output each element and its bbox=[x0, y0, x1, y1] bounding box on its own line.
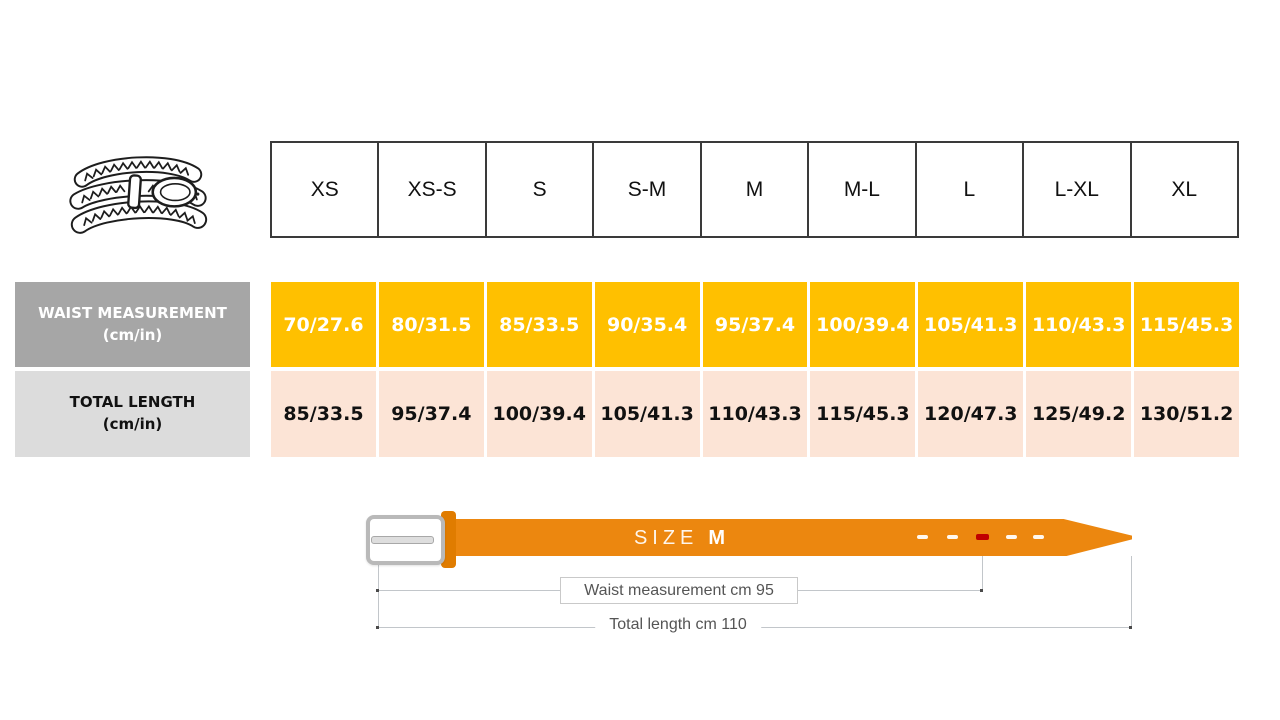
total-length-row-label: TOTAL LENGTH (cm/in) bbox=[15, 371, 250, 457]
size-header-row: XS XS-S S S-M M M-L L L-XL XL bbox=[270, 141, 1239, 238]
marked-hole-guide-line bbox=[982, 541, 983, 590]
row-label-text: TOTAL LENGTH bbox=[69, 393, 196, 412]
waist-measurement-annotation: Waist measurement cm 95 bbox=[560, 577, 798, 604]
size-header-cell: XS bbox=[272, 143, 380, 236]
length-value-cell: 110/43.3 bbox=[702, 371, 808, 457]
measure-endpoint-dot bbox=[1129, 626, 1132, 629]
row-label-unit: (cm/in) bbox=[102, 325, 163, 344]
size-header-cell: M bbox=[702, 143, 810, 236]
length-value-cell: 85/33.5 bbox=[271, 371, 376, 457]
waist-value-cell: 85/33.5 bbox=[486, 282, 592, 367]
measure-endpoint-dot bbox=[376, 626, 379, 629]
belt-tip-guide-line bbox=[1131, 556, 1132, 627]
belt-hole-marked-red bbox=[976, 534, 989, 540]
belt-hole bbox=[1006, 535, 1017, 539]
total-length-annotation: Total length cm 110 bbox=[595, 616, 761, 634]
size-header-cell: L-XL bbox=[1024, 143, 1132, 236]
measure-endpoint-dot bbox=[376, 589, 379, 592]
braided-belt-illustration bbox=[64, 148, 212, 250]
size-header-cell: S-M bbox=[594, 143, 702, 236]
waist-value-cell: 100/39.4 bbox=[810, 282, 916, 367]
waist-value-cell: 110/43.3 bbox=[1026, 282, 1132, 367]
belt-hole bbox=[917, 535, 928, 539]
row-label-text: WAIST MEASUREMENT bbox=[38, 303, 227, 322]
size-word: SIZE bbox=[633, 527, 699, 549]
length-value-cell: 120/47.3 bbox=[918, 371, 1024, 457]
length-value-cell: 105/41.3 bbox=[594, 371, 700, 457]
length-value-cell: 115/45.3 bbox=[810, 371, 916, 457]
size-header-cell: XL bbox=[1171, 177, 1198, 201]
waist-measurement-values-row: 70/27.6 80/31.5 85/33.5 90/35.4 95/37.4 … bbox=[271, 282, 1240, 367]
total-length-values-row: 85/33.5 95/37.4 100/39.4 105/41.3 110/43… bbox=[271, 371, 1240, 457]
waist-value-cell: 115/45.3 bbox=[1134, 282, 1240, 367]
length-value-cell: 125/49.2 bbox=[1026, 371, 1132, 457]
length-value-cell: 95/37.4 bbox=[378, 371, 484, 457]
waist-value-cell: 70/27.6 bbox=[271, 282, 376, 367]
waist-value-cell: 80/31.5 bbox=[378, 282, 484, 367]
size-header-cell: XS-S bbox=[379, 143, 487, 236]
waist-value-cell: 95/37.4 bbox=[702, 282, 808, 367]
braided-belt-icon bbox=[69, 156, 208, 234]
waist-value-cell: 90/35.4 bbox=[594, 282, 700, 367]
length-value-cell: 130/51.2 bbox=[1134, 371, 1240, 457]
size-header-cell: M-L bbox=[809, 143, 917, 236]
row-label-unit: (cm/in) bbox=[102, 415, 163, 433]
measure-endpoint-dot bbox=[980, 589, 983, 592]
belt-size-label: SIZE M bbox=[580, 527, 780, 550]
buckle-guide-line bbox=[378, 563, 379, 628]
waist-measurement-row-label: WAIST MEASUREMENT (cm/in) bbox=[15, 282, 250, 367]
waist-value-cell: 105/41.3 bbox=[918, 282, 1024, 367]
length-value-cell: 100/39.4 bbox=[486, 371, 592, 457]
belt-hole bbox=[947, 535, 958, 539]
belt-hole bbox=[1033, 535, 1044, 539]
size-header-cell: L bbox=[917, 143, 1025, 236]
size-header-cell: S bbox=[487, 143, 595, 236]
size-value: M bbox=[708, 527, 727, 549]
belt-diagram-buckle-prong bbox=[371, 536, 434, 544]
